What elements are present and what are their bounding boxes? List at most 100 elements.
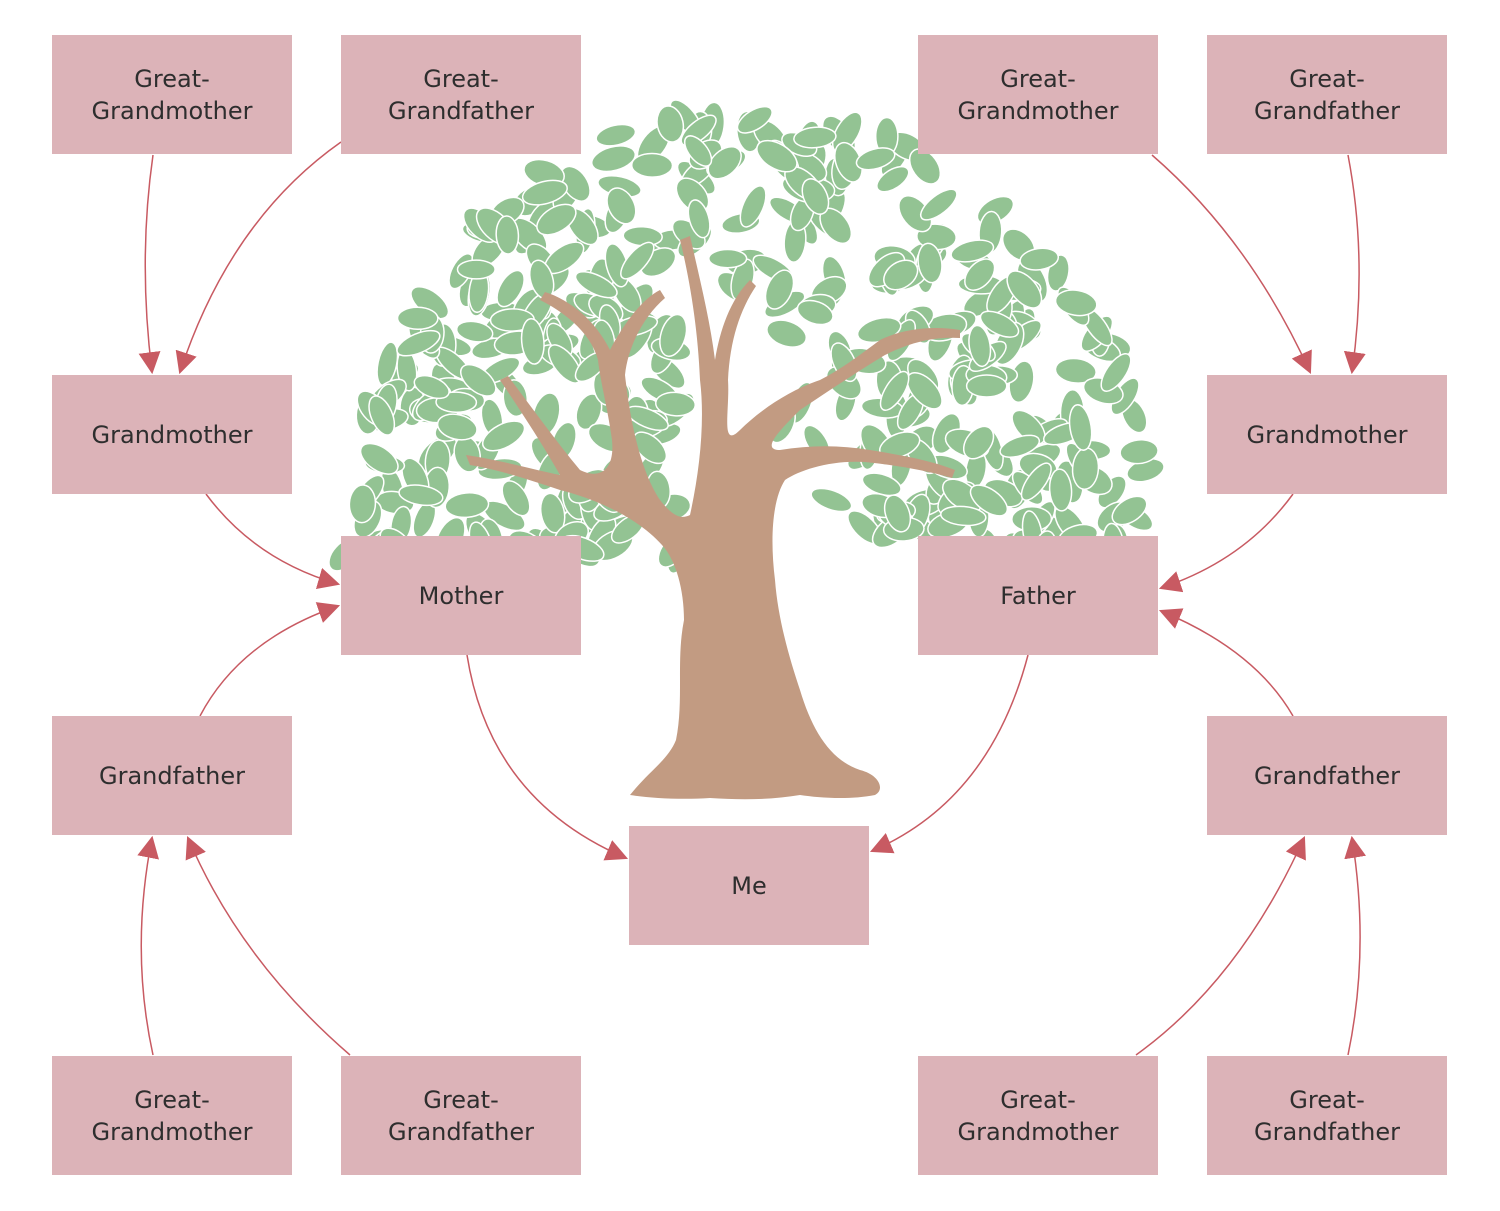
node-mother[interactable]: Mother [341,536,581,655]
leaf [436,413,478,441]
node-label-line2: Grandmother [957,96,1119,125]
leaf [574,270,618,299]
tree-trunk [466,236,960,800]
leaf [1068,404,1093,451]
edges-layer [137,141,1366,1056]
connector-pgm-great-grandmother-to-paternal-grandmother [1151,154,1312,375]
node-great-grandmother[interactable]: Great-Grandmother [52,1056,292,1175]
leaf [917,242,943,284]
leaf [736,105,773,134]
node-label-line2: Grandfather [1253,96,1401,125]
leaf [879,370,910,411]
leaf [1054,357,1097,384]
node-label-line1: Great- [1289,64,1365,93]
leaf [368,395,396,436]
node-me[interactable]: Me [629,826,869,945]
node-great-grandfather[interactable]: Great- Grandfather [341,35,581,154]
leaf [659,313,688,358]
node-label-line2: Grandmother [91,96,253,125]
leaf [739,185,767,228]
leaf [1020,462,1052,501]
node-label: Father [1000,581,1076,610]
leaf [348,484,377,524]
leaf [796,299,834,326]
node-maternal-grandmother[interactable]: Grandmother [52,375,292,494]
leaf [520,318,545,365]
leaf [919,188,958,221]
leaf [359,442,399,475]
connector-maternal-grandmother-to-mother [205,493,341,590]
connector-paternal-grandmother-to-father [1158,493,1294,593]
leaf [940,505,987,527]
leaf [521,179,568,206]
node-label-line2: Grandmother [91,1117,253,1146]
leaf [906,371,943,410]
leaf [855,147,896,171]
node-label-line1: Great- [1289,1085,1365,1114]
leaf [654,391,697,417]
leaf [764,269,795,310]
node-label: Mother [418,581,504,610]
node-label-line1: Great- [134,64,210,93]
node-label: Grandfather [98,761,246,790]
connector-maternal-grandfather-to-mother [199,602,341,717]
leaf [876,165,910,193]
leaf [456,259,496,280]
leaf [883,259,919,291]
leaf [801,178,830,215]
node-label: Grandfather [1253,761,1401,790]
node-paternal-grandmother[interactable]: Grandmother [1207,375,1447,494]
node-great-grandfather[interactable]: Great- Grandfather [1207,35,1447,154]
leaf [962,425,995,460]
leaf [793,126,837,149]
tree-illustration [328,99,1165,800]
leaf [1019,247,1060,271]
node-great-grandmother[interactable]: Great- Grandmother [918,1056,1158,1175]
connector-pgf-great-grandmother-to-paternal-grandfather [1135,835,1306,1056]
leaf [444,492,490,519]
leaf [620,241,655,280]
node-label: Grandmother [1246,420,1408,449]
leaf [632,431,668,465]
leaf [969,484,1009,517]
leaf [950,239,995,263]
leaf [481,420,526,452]
node-great-grandfather[interactable]: Great-Grandfather [1207,1056,1447,1175]
node-label-line1: Great- [423,64,499,93]
leaf [908,148,942,185]
leaf [495,215,520,255]
leaf [536,203,577,236]
leaf [766,319,808,348]
leaf [396,329,441,357]
connector-paternal-grandfather-to-father [1158,608,1294,717]
connector-pgm-great-grandfather-to-paternal-grandmother [1343,154,1366,375]
leaf [965,374,1008,398]
node-great-grandmother[interactable]: Great- Grandmother [52,35,292,154]
leaf [590,145,637,173]
node-great-grandfather[interactable]: Great-Grandfather [341,1056,581,1175]
leaf [687,199,711,239]
leaf [1048,468,1073,512]
leaf [1119,439,1159,465]
connector-mgf-great-grandmother-to-maternal-grandfather [137,835,159,1056]
leaf [656,105,685,143]
node-father[interactable]: Father [918,536,1158,655]
leaf [398,484,444,507]
leaf [979,310,1020,338]
node-label-line1: Great- [1000,64,1076,93]
node-maternal-grandfather[interactable]: Grandfather [52,716,292,835]
leaf [810,487,853,513]
leaf [707,145,742,180]
node-paternal-grandfather[interactable]: Grandfather [1207,716,1447,835]
node-label-line2: Grandfather [387,96,535,125]
node-label-line2: Grandfather [387,1117,535,1146]
node-label-line2: Grandmother [957,1117,1119,1146]
leaf [396,306,439,331]
leaf [630,152,674,178]
node-label-line1: Great- [1000,1085,1076,1114]
node-great-grandmother[interactable]: Great- Grandmother [918,35,1158,154]
connector-mgm-great-grandfather-to-maternal-grandmother [175,141,342,375]
leaf [964,258,996,291]
connector-mother-to-me [466,654,629,861]
leaf [683,135,713,167]
